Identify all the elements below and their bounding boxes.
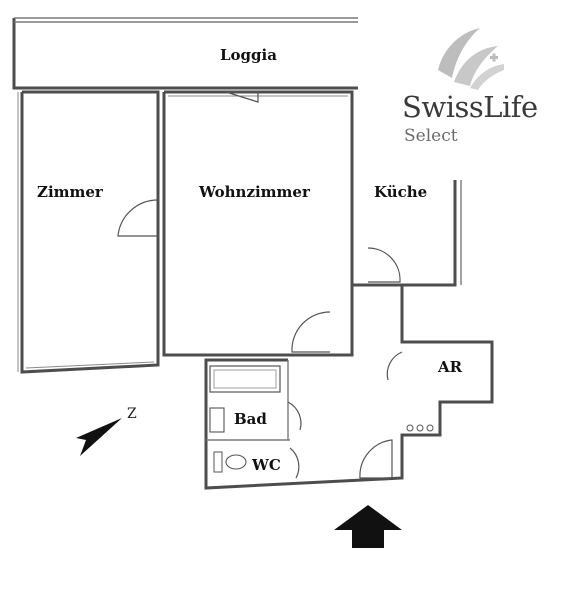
entrance-arrow-icon (334, 505, 402, 548)
logo-sub: Select (404, 126, 458, 146)
zimmer-outline (17, 90, 160, 374)
north-arrow-icon (76, 418, 122, 456)
corridor-outline (204, 285, 494, 490)
ar-fixture (416, 424, 424, 432)
toilet-tank (213, 451, 223, 473)
door-zimmer (117, 199, 159, 237)
room-label-zimmer: Zimmer (37, 183, 103, 201)
door-kueche (367, 247, 401, 283)
ar-fixture (406, 424, 414, 432)
bathtub (209, 365, 281, 393)
door-wc (289, 447, 300, 479)
door-ar (386, 351, 403, 381)
logo-brand: SwissLife (402, 90, 538, 124)
door-bad (287, 401, 302, 431)
north-marker: Z (127, 406, 137, 422)
swisslife-mark-icon (438, 28, 504, 90)
door-wohnzimmer (291, 311, 331, 353)
door-loggia (225, 91, 259, 103)
room-label-ar: AR (438, 358, 463, 376)
room-label-kueche: Küche (374, 183, 428, 201)
room-label-wc: WC (252, 456, 281, 474)
ar-fixture (426, 424, 434, 432)
room-label-wohnzimmer: Wohnzimmer (199, 183, 310, 201)
toilet (225, 454, 247, 470)
loggia-outline (12, 17, 358, 90)
room-label-loggia: Loggia (220, 46, 277, 64)
sink (209, 407, 225, 433)
bathtub-inner (213, 369, 277, 389)
wohnzimmer-outline (162, 90, 354, 357)
door-entrance (359, 439, 393, 479)
room-label-bad: Bad (234, 410, 267, 428)
